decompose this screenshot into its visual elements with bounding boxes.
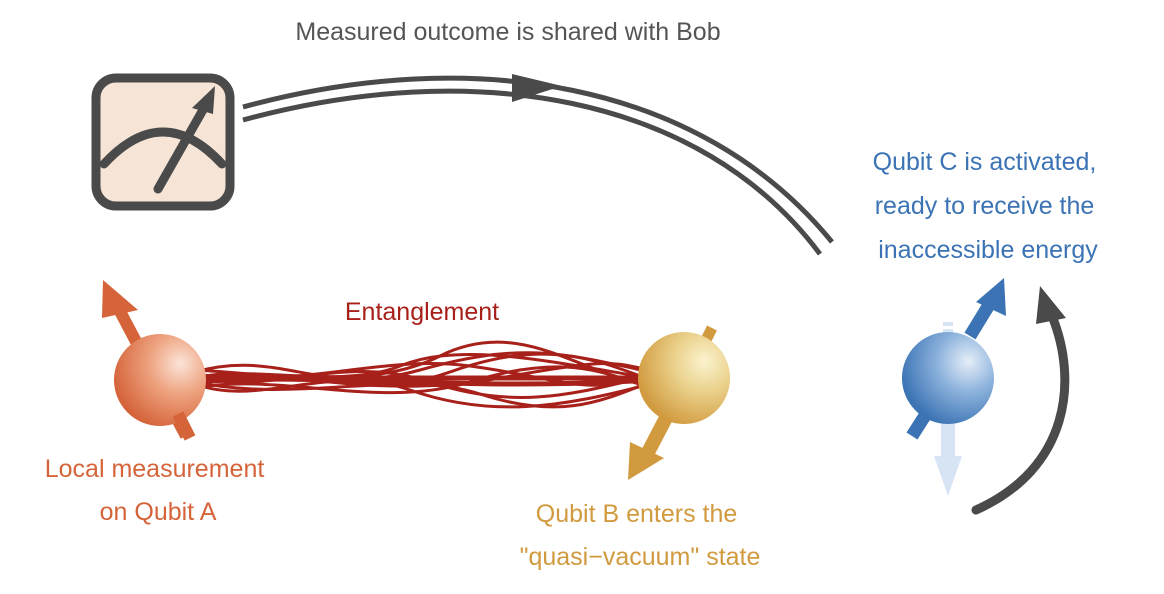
qubit-a-label-line2: on Qubit A — [100, 498, 217, 526]
svg-text:Qubit C is activated, read: Qubit C is activated, ready to receive t… — [873, 148, 1104, 264]
qubit-c-label-line1: Qubit C is activated, — [873, 148, 1097, 176]
qubit-b — [628, 325, 730, 480]
entanglement-label: Entanglement — [345, 298, 499, 326]
qubit-c — [902, 278, 1006, 496]
qubit-b-label-line2: "quasi−vacuum" state — [520, 543, 761, 571]
classical-channel-arrow — [242, 74, 834, 256]
meter-icon — [91, 73, 235, 211]
qubit-a-label-line1: Local measurement — [45, 455, 265, 483]
svg-text:Qubit B enters the "quasi−: Qubit B enters the "quasi−vacuum" state — [520, 500, 761, 571]
qubit-c-label-line2: ready to receive the — [875, 192, 1095, 220]
top-label: Measured outcome is shared with Bob — [295, 18, 720, 46]
entanglement-strands — [194, 340, 651, 409]
qubit-a — [102, 280, 206, 441]
svg-text:Local measurement on Qubit: Local measurement on Qubit A — [45, 455, 272, 526]
qubit-c-label-line3: inaccessible energy — [878, 236, 1098, 264]
qubit-b-label-line1: Qubit B enters the — [536, 500, 738, 528]
activation-arrow — [971, 286, 1070, 515]
